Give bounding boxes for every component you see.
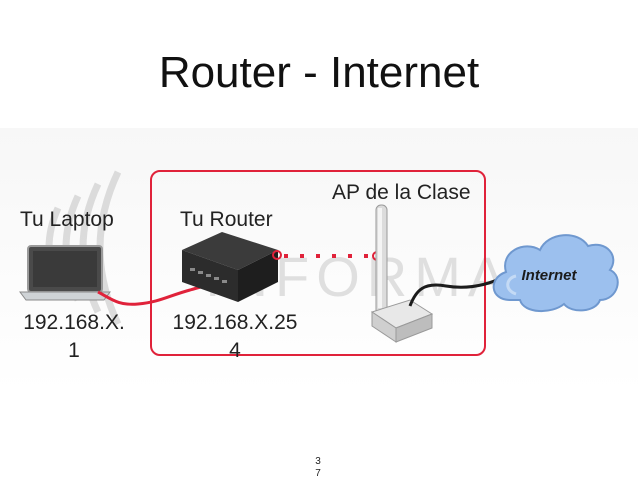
laptop-ip: 192.168.X. 1 [8, 309, 140, 365]
router-ip-line1: 192.168.X.25 [160, 309, 310, 337]
laptop-ip-line2: 1 [8, 337, 140, 365]
router-ip-line2: 4 [160, 337, 310, 365]
router-icon [182, 232, 278, 302]
laptop-ip-line1: 192.168.X. [8, 309, 140, 337]
laptop-label: Tu Laptop [20, 208, 114, 232]
uplink-cable [410, 276, 506, 306]
laptop-icon [20, 246, 110, 300]
page-number: 3 7 [310, 456, 326, 480]
router-label: Tu Router [180, 208, 273, 232]
access-point-icon [372, 205, 432, 342]
page-number-line1: 3 [310, 456, 326, 468]
page-number-line2: 7 [310, 468, 326, 480]
internet-label: Internet [521, 267, 577, 284]
access-point-label: AP de la Clase [332, 181, 471, 205]
ethernet-cable [98, 284, 212, 304]
router-ip: 192.168.X.25 4 [160, 309, 310, 365]
wireless-link [273, 251, 381, 260]
